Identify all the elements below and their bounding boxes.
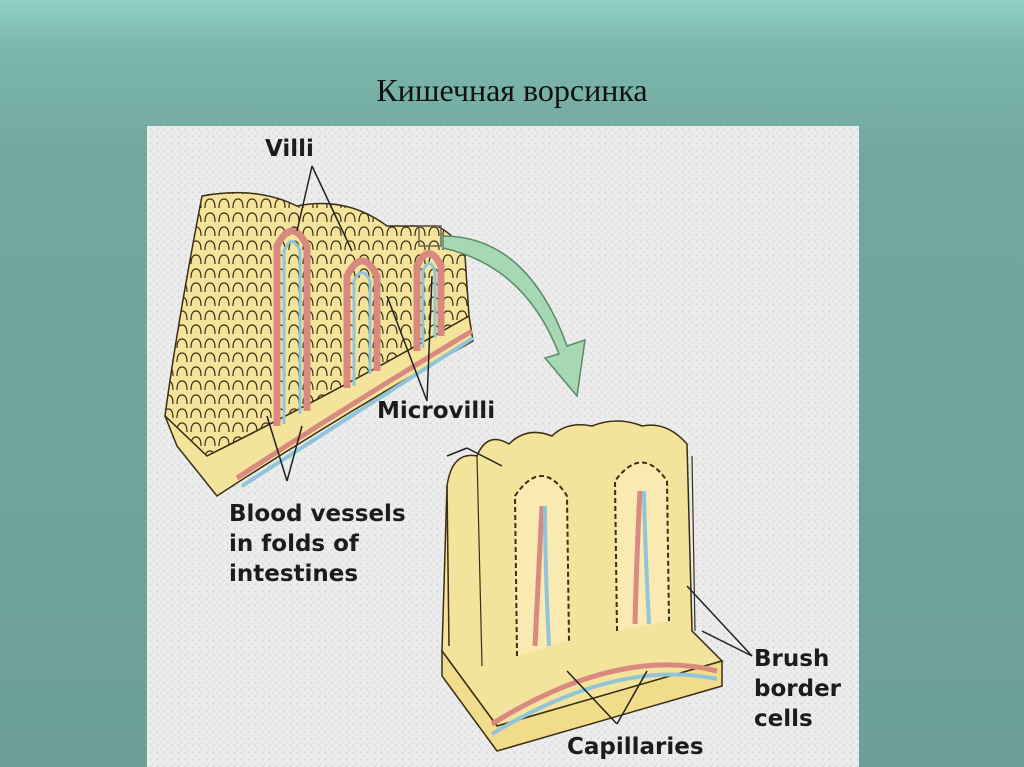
diagram-svg: Villi Microvilli Blood vessels in folds …	[164, 136, 842, 760]
label-brush-line2: border	[754, 676, 842, 702]
zoom-arrow	[442, 235, 586, 398]
villus	[513, 475, 570, 657]
leader-lines	[266, 165, 753, 725]
label-capillaries: Capillaries	[567, 734, 704, 760]
label-villi: Villi	[265, 136, 314, 162]
intestinal-fold-block	[164, 191, 475, 498]
label-blood-vessels-line2: in folds of	[229, 531, 360, 557]
label-brush-line3: cells	[754, 706, 813, 732]
villus	[613, 461, 670, 632]
label-blood-vessels-line1: Blood vessels	[229, 501, 406, 527]
villus-loop	[413, 250, 445, 351]
label-brush-line1: Brush	[754, 646, 829, 672]
label-microvilli: Microvilli	[377, 398, 495, 424]
villus-diagram: Villi Microvilli Blood vessels in folds …	[147, 126, 859, 767]
villus-loop	[343, 257, 381, 388]
zoom-box	[418, 225, 442, 247]
label-blood-vessels-line3: intestines	[229, 561, 358, 587]
villus-loop	[273, 227, 311, 426]
magnified-villi-block	[441, 420, 724, 752]
slide-title: Кишечная ворсинка	[376, 72, 648, 108]
